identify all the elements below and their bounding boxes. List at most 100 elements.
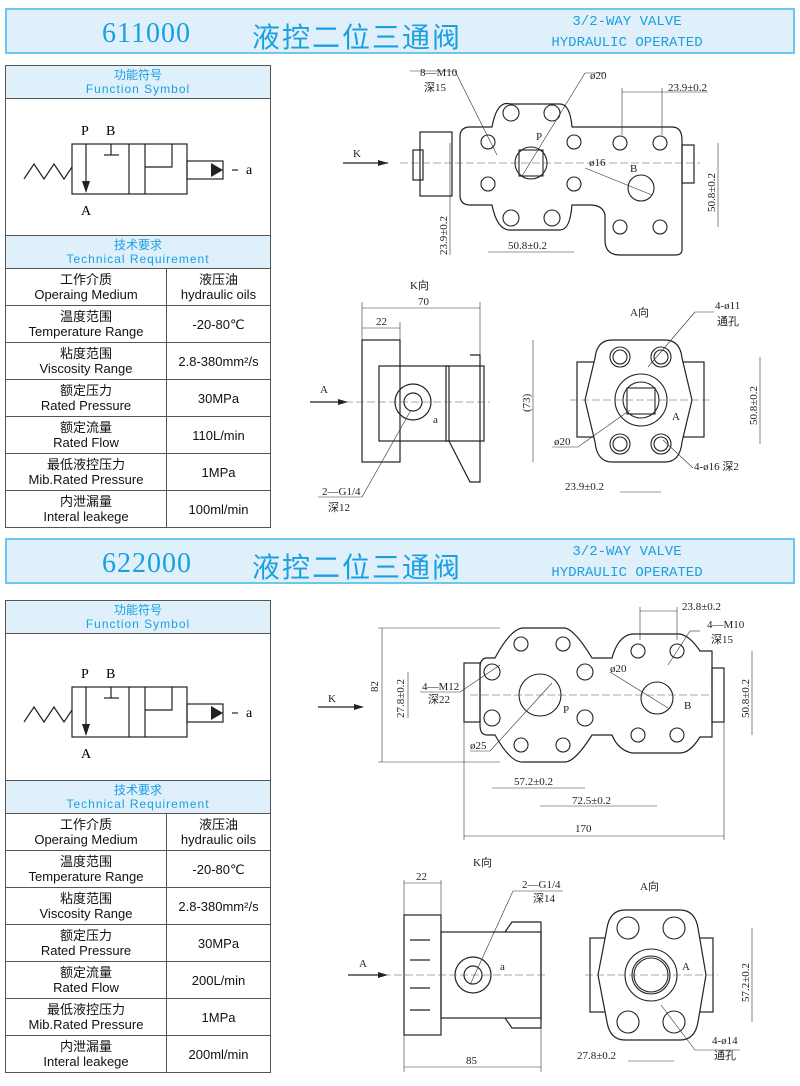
kview-title: K向 <box>473 855 492 869</box>
function-symbol-title: 功能符号 Function Symbol <box>6 66 270 99</box>
dia-p-label: ø20 <box>590 70 607 82</box>
kview-title: K向 <box>410 278 429 292</box>
param-cn: 粘度范围 <box>59 346 112 361</box>
valve-symbol-icon: P B A a <box>23 124 253 219</box>
title-en: Technical Requirement <box>66 252 210 266</box>
param-en: Mib.Rated Pressure <box>28 1017 144 1032</box>
param-value: 30MPa <box>166 924 270 962</box>
spec-panel-611000: 功能符号 Function Symbol P B A a <box>5 65 271 528</box>
param-value: 200L/min <box>166 961 270 999</box>
value: hydraulic oils <box>180 832 257 847</box>
kview-width-label: 85 <box>466 1055 478 1067</box>
param-value: 200ml/min <box>166 1035 270 1072</box>
kview-flange-label: 22 <box>416 871 427 883</box>
param-value: 2.8-380mm²/s <box>166 887 270 925</box>
port-p-label: P <box>536 131 542 143</box>
dim-top-label: 23.9±0.2 <box>668 82 707 94</box>
value: 110L/min <box>192 427 245 443</box>
value: 30MPa <box>197 935 240 951</box>
param-en: Rated Flow <box>53 435 119 450</box>
value: 1MPa <box>201 464 236 480</box>
aview-height-label: (73) <box>521 393 533 412</box>
param-cn: 粘度范围 <box>59 891 112 906</box>
port-a-label: A <box>81 747 92 762</box>
param-cn: 额定压力 <box>59 928 112 943</box>
param-cn: 最低液控压力 <box>46 457 125 472</box>
title-en-line2: HYDRAULIC OPERATED <box>551 35 703 51</box>
param-en: Interal leakege <box>43 1054 129 1069</box>
kview-a-label: A <box>359 958 367 970</box>
param-cn: 内泄漏量 <box>59 494 112 509</box>
section-header-611000: 611000 液控二位三通阀 3/2-WAY VALVE HYDRAULIC O… <box>5 8 795 54</box>
tech-requirement-title: 技术要求 Technical Requirement <box>6 236 270 268</box>
dim-bottom-label: 50.8±0.2 <box>508 240 547 252</box>
title-en-line1: 3/2-WAY VALVE <box>572 14 682 30</box>
aview-holes-label: 4-ø14 <box>712 1035 738 1047</box>
aview-a-label: A <box>672 411 680 423</box>
thread-p-depth-label: 深22 <box>428 693 450 706</box>
title-cn: 功能符号 <box>113 68 162 82</box>
param-value: 100ml/min <box>166 490 270 527</box>
dim-top-label: 23.8±0.2 <box>682 601 721 613</box>
param-cn: 最低液控压力 <box>46 1002 125 1017</box>
title-en: 3/2-WAY VALVE HYDRAULIC OPERATED <box>527 542 727 584</box>
title-en: Function Symbol <box>85 82 191 96</box>
kview-port-depth-label: 深12 <box>328 501 350 514</box>
param-cn: 温度范围 <box>59 309 112 324</box>
title-cn: 技术要求 <box>113 783 162 797</box>
dim-72-label: 72.5±0.2 <box>572 795 611 807</box>
param-en: Rated Flow <box>53 980 119 995</box>
param-cn: 工作介质 <box>59 272 112 287</box>
kview-port-label: 2—G1/4 <box>522 879 561 891</box>
pilot-port-label: a <box>246 706 253 721</box>
dim-left-label: 23.9±0.2 <box>438 216 450 255</box>
aview-title: A向 <box>640 879 659 893</box>
value: 1MPa <box>201 1009 236 1025</box>
thread-b-depth-label: 深15 <box>711 633 733 646</box>
aview-title: A向 <box>630 305 649 319</box>
param-value: -20-80℃ <box>166 850 270 888</box>
thread-depth-label: 深15 <box>424 81 446 94</box>
view-k-label: K <box>328 693 336 705</box>
kview-port-label: 2—G1/4 <box>322 486 361 498</box>
thread-p-label: 4—M12 <box>422 681 459 693</box>
dia-b-label: ø16 <box>589 157 606 169</box>
kview-pilot-label: a <box>433 414 438 426</box>
value: 200L/min <box>191 972 246 988</box>
dim-right-label: 50.8±0.2 <box>706 173 718 212</box>
value: -20-80℃ <box>192 861 245 877</box>
title-en: 3/2-WAY VALVE HYDRAULIC OPERATED <box>527 12 727 54</box>
function-symbol-diagram: P B A a <box>6 634 270 781</box>
aview-dia-label: ø20 <box>554 436 571 448</box>
dia-p-label: ø25 <box>470 740 487 752</box>
model-number: 611000 <box>102 18 191 49</box>
port-p-label: P <box>563 704 569 716</box>
param-value: 110L/min <box>166 416 270 454</box>
thread-label: 8—M10 <box>420 67 458 79</box>
port-b-label: B <box>106 667 115 682</box>
title-cn: 技术要求 <box>113 238 162 252</box>
value-cn: 液压油 <box>198 817 238 832</box>
value: hydraulic oils <box>180 287 257 302</box>
value: 2.8-380mm²/s <box>178 898 259 914</box>
aview-holes-note: 通孔 <box>714 1049 736 1062</box>
kview-port-depth-label: 深14 <box>533 892 555 905</box>
param-en: Rated Pressure <box>40 398 132 413</box>
